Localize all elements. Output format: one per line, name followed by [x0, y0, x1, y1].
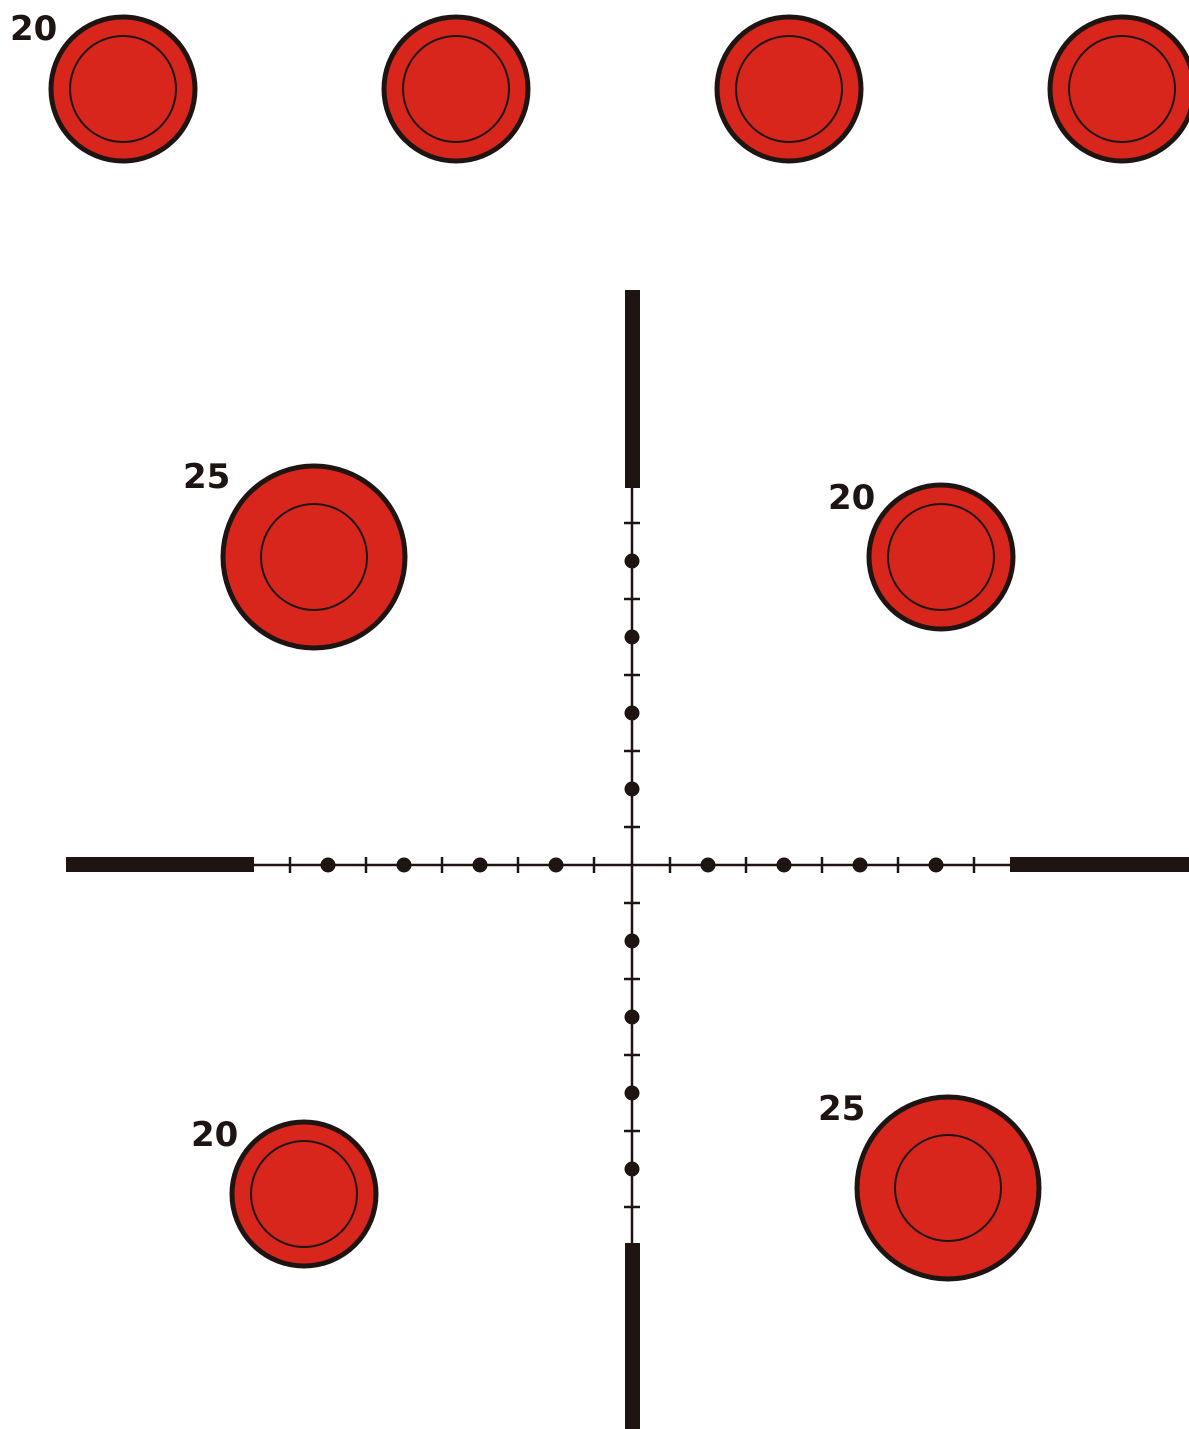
reticle-post-left [66, 857, 254, 872]
reticle-dot [700, 857, 716, 873]
reticle-dot [776, 857, 792, 873]
reticle-dot [624, 553, 640, 569]
reticle-dot [624, 1085, 640, 1101]
target-upper-left-label: 25 [183, 457, 230, 497]
reticle-dot [624, 781, 640, 797]
reticle-dot [624, 1009, 640, 1025]
reticle-dot [624, 933, 640, 949]
reticle-dot [320, 857, 336, 873]
reticle-dot [928, 857, 944, 873]
target-upper-left: 25 [183, 457, 408, 651]
reticle-dot [624, 1161, 640, 1177]
top-target-1-label: 20 [10, 9, 57, 49]
target-lower-left-label: 20 [191, 1115, 238, 1155]
reticle-dot [852, 857, 868, 873]
top-target-2 [381, 14, 531, 164]
top-target-1: 20 [10, 9, 198, 164]
target-lower-left: 20 [191, 1115, 379, 1269]
reticle-dot [472, 857, 488, 873]
target-upper-right-label: 20 [828, 478, 875, 518]
target-lower-right-label: 25 [818, 1089, 865, 1129]
reticle-dot [624, 705, 640, 721]
top-target-4 [1047, 14, 1189, 164]
reticle-post-right [1010, 857, 1189, 872]
top-row: 20 [10, 9, 1189, 164]
target-upper-right: 20 [828, 478, 1016, 632]
reticle-post-bottom [625, 1243, 640, 1429]
reticle-post-top [625, 290, 640, 488]
reticle-marks [288, 521, 976, 1209]
reticle-crosshair [66, 290, 1189, 1429]
reticle-dot [624, 629, 640, 645]
top-target-3 [714, 14, 864, 164]
reticle-dot [548, 857, 564, 873]
target-lower-right: 25 [818, 1089, 1042, 1282]
reticle-dot [396, 857, 412, 873]
